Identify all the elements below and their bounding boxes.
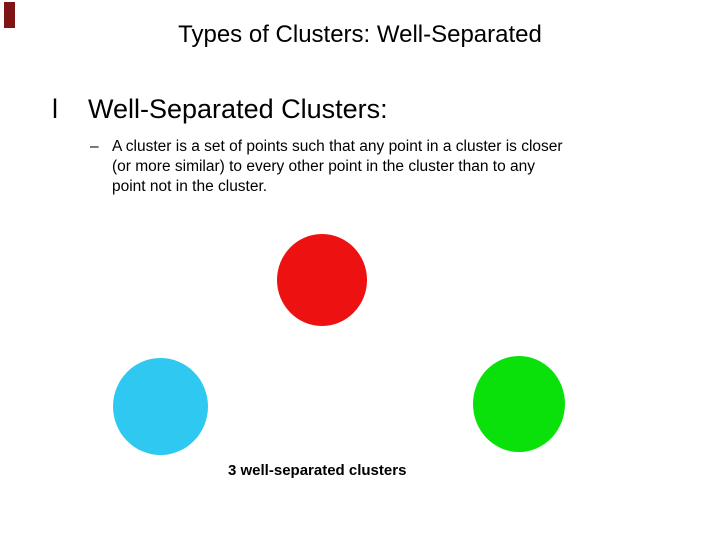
red-cluster-circle [277, 234, 367, 326]
green-cluster-circle [473, 356, 565, 452]
sub-bullet-text: A cluster is a set of points such that a… [112, 137, 563, 197]
slide-corner-accent [4, 2, 15, 28]
slide-title: Types of Clusters: Well-Separated [178, 21, 542, 48]
bullet-marker: l [52, 94, 58, 124]
sub-bullet-line: (or more similar) to every other point i… [112, 158, 535, 175]
sub-bullet-line: A cluster is a set of points such that a… [112, 138, 563, 155]
sub-bullet: – A cluster is a set of points such that… [90, 137, 563, 197]
bullet-heading: l Well-Separated Clusters: [52, 94, 388, 125]
bullet-heading-text: Well-Separated Clusters: [88, 94, 388, 124]
cyan-cluster-circle [113, 358, 208, 455]
diagram-caption: 3 well-separated clusters [228, 462, 407, 479]
sub-bullet-dash: – [90, 138, 99, 155]
sub-bullet-line: point not in the cluster. [112, 178, 268, 195]
